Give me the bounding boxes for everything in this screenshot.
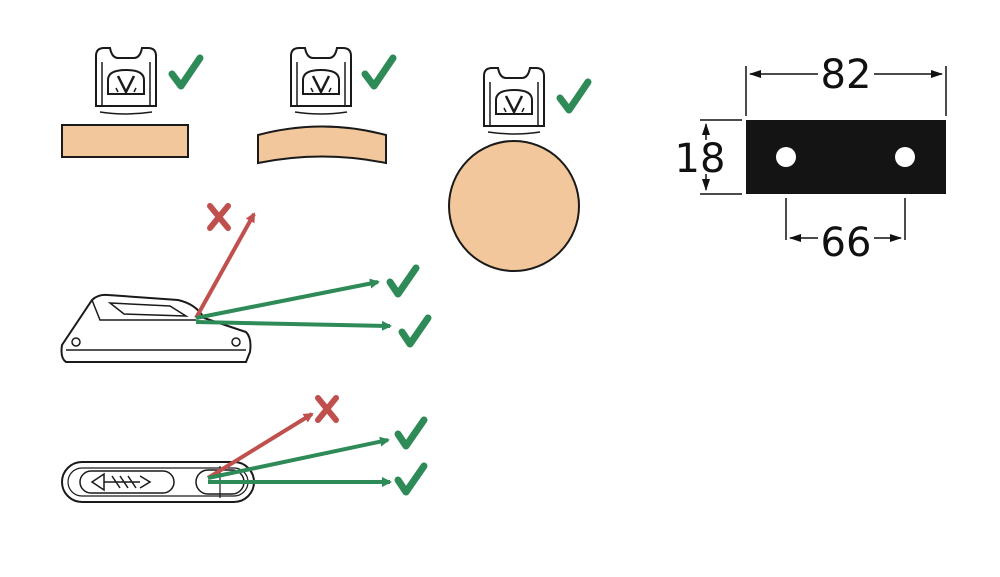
side-view-rope-angles [60,203,432,363]
rope-angle-invalid-arrow [206,412,314,480]
cleat-front-view [289,46,353,116]
rope-angle-valid-arrow [195,320,392,331]
rope-angle-invalid-arrow [194,212,256,319]
round-wood-spar [448,140,580,272]
check-mark-icon [398,314,432,348]
check-mark-icon [394,416,428,450]
check-mark-icon [361,54,397,90]
check-mark-icon [386,264,420,298]
cleat-front-view [482,66,546,136]
check-mark-icon [168,54,204,90]
height-dimension: 18 [675,136,726,182]
flat-surface-mount [61,46,204,158]
rope-angle-valid-arrow [207,436,390,480]
backing-plate-dimension-drawing: 82 18 66 [675,52,947,266]
mounting-hole [895,147,915,167]
rope-angle-valid-arrow [195,278,380,320]
x-mark-icon [207,203,231,231]
mounting-hole [776,147,796,167]
check-mark-icon [556,78,592,114]
hole-spacing-dimension: 66 [821,220,872,266]
curved-surface-mount [257,46,397,165]
top-view-rope-angles [61,395,428,503]
cleat-side-view [60,293,252,363]
x-mark-icon [315,395,339,423]
round-spar-mount [448,66,592,272]
flat-wood-base [61,124,189,158]
cleat-front-view [94,46,158,116]
curved-wood-base [257,125,387,165]
length-dimension: 82 [821,52,872,98]
check-mark-icon [394,462,428,496]
